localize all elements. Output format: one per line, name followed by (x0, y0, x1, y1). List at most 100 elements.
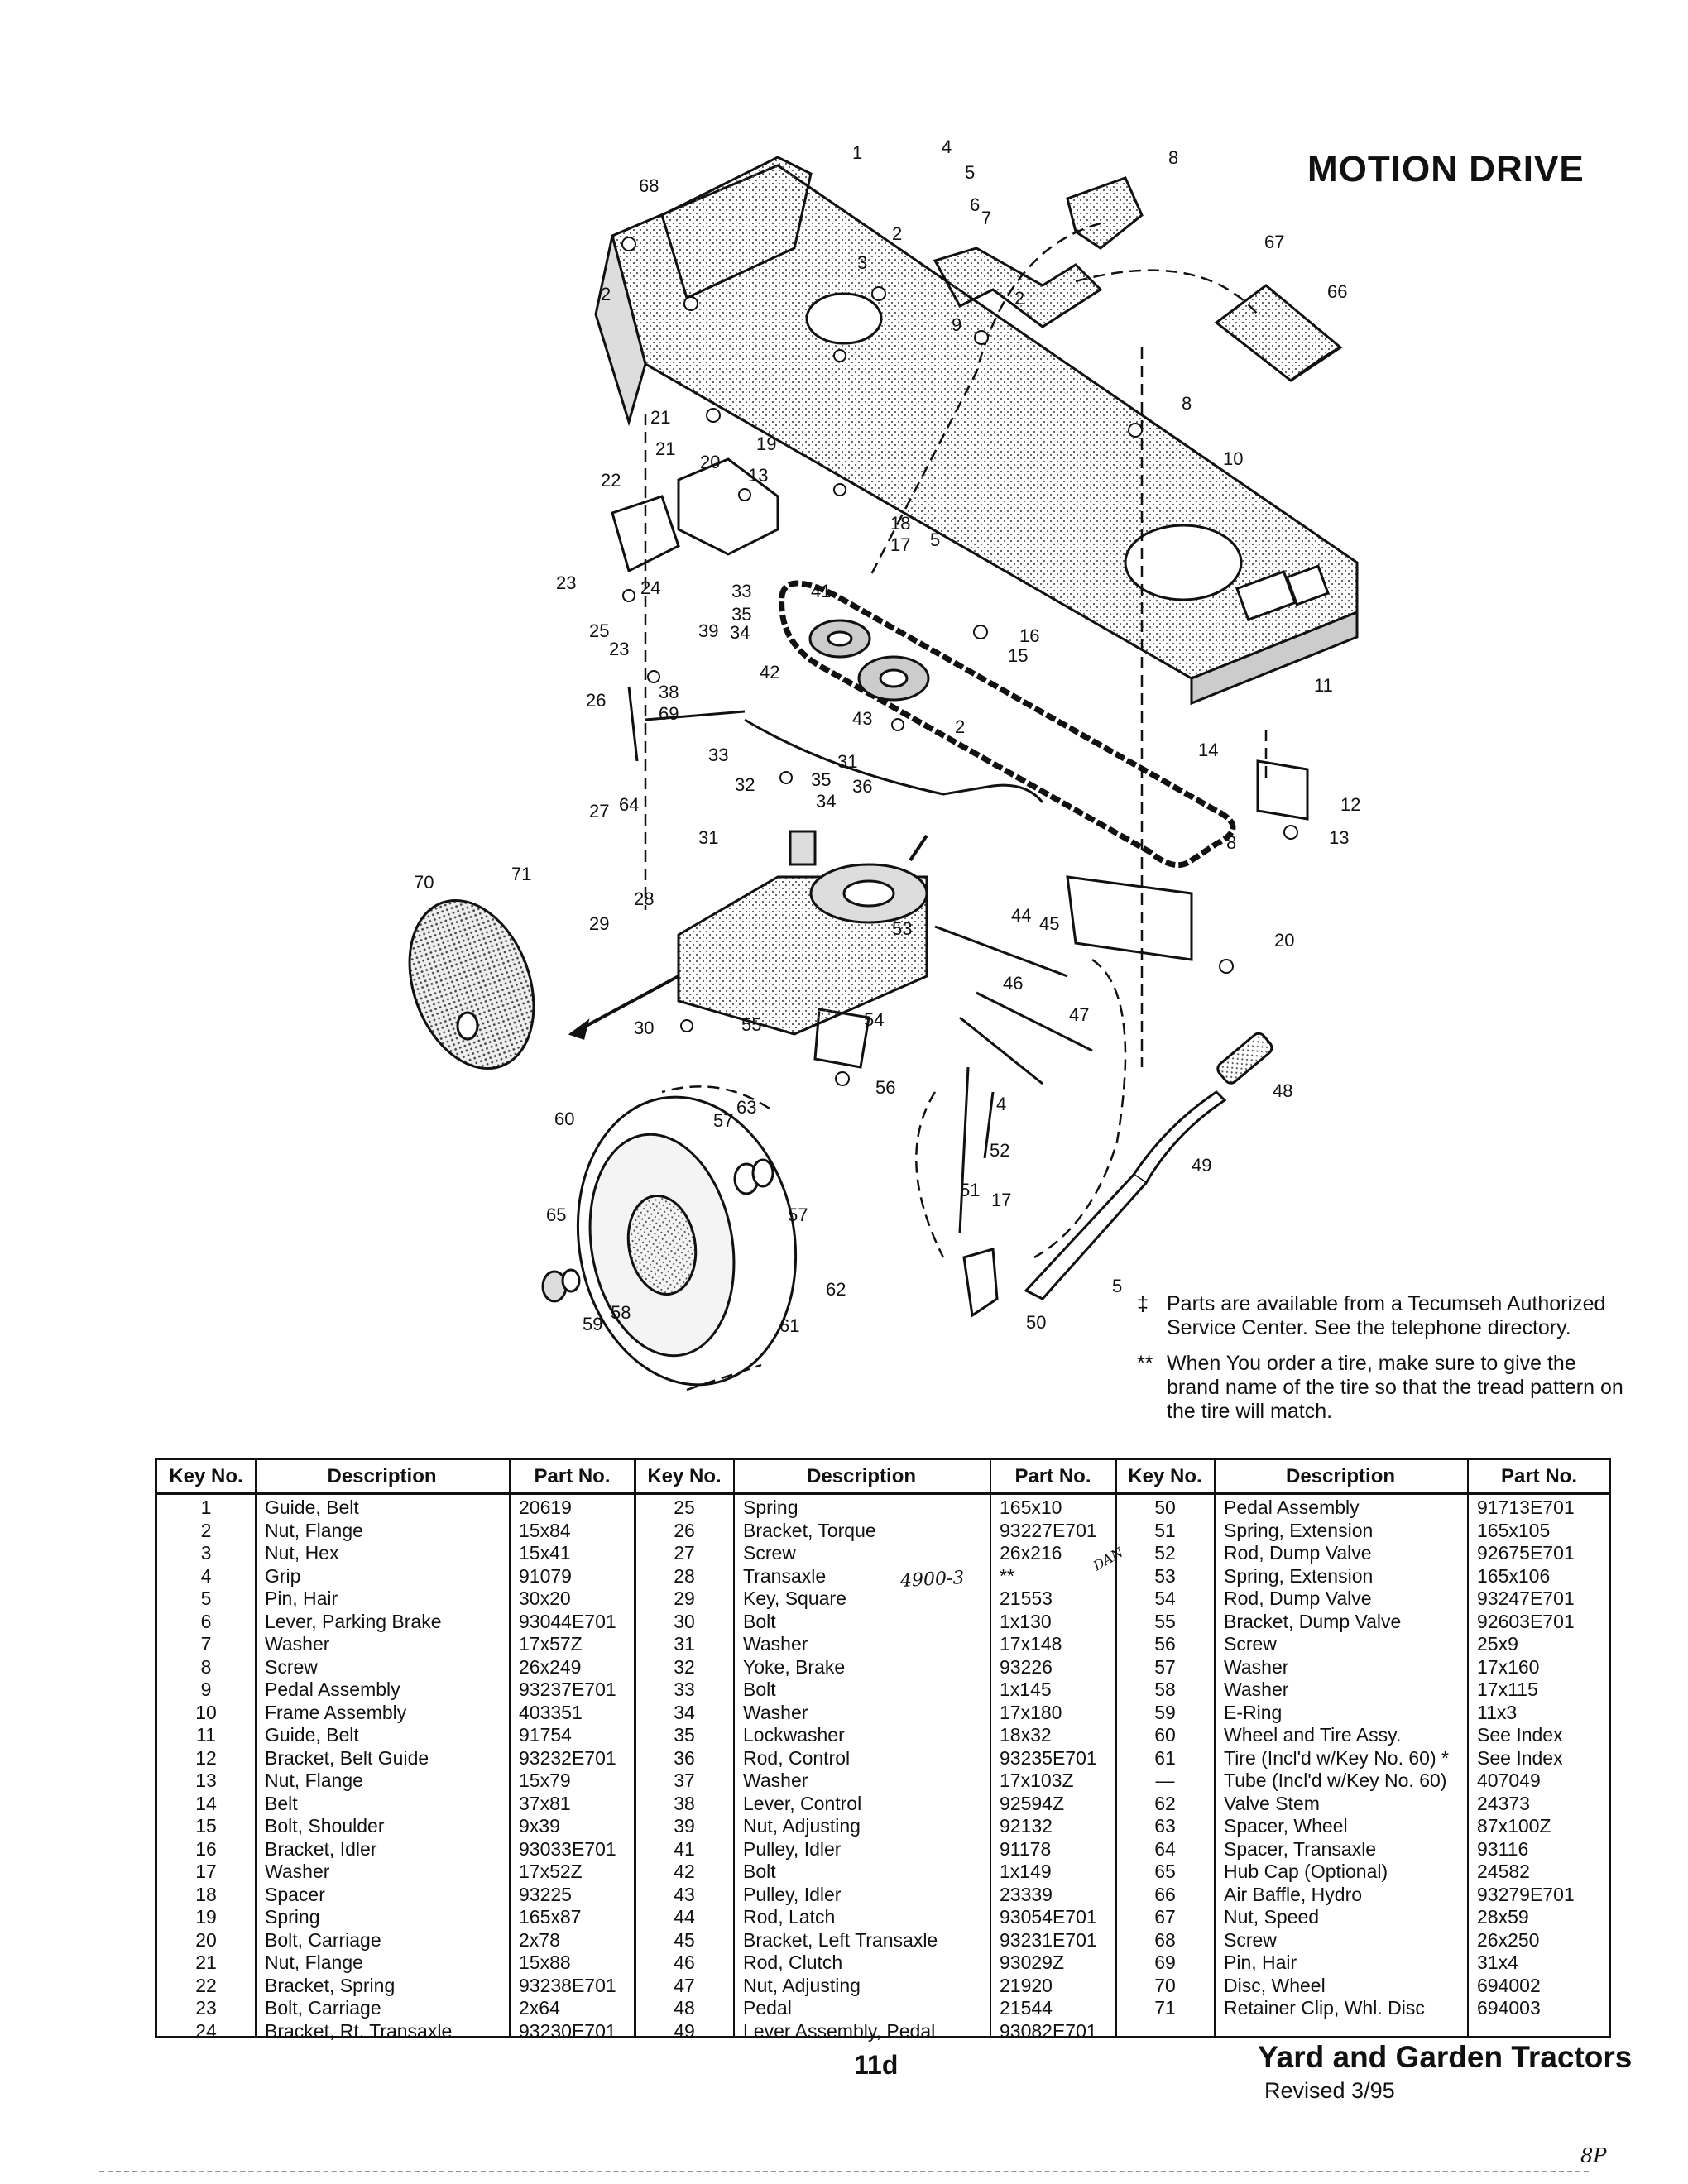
callout-label: 20 (1274, 930, 1294, 951)
cell-key-no: 52 (1154, 1542, 1176, 1564)
callout-label: 23 (556, 572, 576, 593)
cell-key-no: 19 (195, 1906, 217, 1928)
cell-part-no: 24373 (1477, 1792, 1530, 1814)
cell-description: Valve Stem (1224, 1792, 1320, 1814)
cell-key-no: 42 (674, 1861, 695, 1882)
callout-label: 25 (589, 620, 609, 641)
header-description-2: Description (806, 1465, 917, 1487)
cell-part-no: 11x3 (1477, 1701, 1518, 1723)
cell-key-no: 5 (200, 1588, 212, 1609)
callout-label: 51 (960, 1180, 980, 1200)
callout-label: 38 (659, 682, 679, 702)
cell-description: Spacer (265, 1883, 325, 1905)
header-key-no-3: Key No. (1128, 1465, 1202, 1487)
callout-label: 39 (698, 620, 718, 641)
callout-label: 28 (634, 888, 654, 909)
cell-key-no: 4 (200, 1564, 212, 1587)
callout-label: 44 (1011, 905, 1031, 926)
cell-description: Screw (1224, 1633, 1277, 1655)
cell-key-no: 16 (195, 1837, 217, 1860)
callout-label: 11 (1314, 675, 1333, 696)
callout-label: 15 (1008, 645, 1028, 666)
cell-part-no: 21553 (1000, 1588, 1053, 1609)
wheel-disc (408, 898, 535, 1070)
cell-description: Bolt, Carriage (265, 1928, 381, 1951)
callout-label: 48 (1273, 1080, 1292, 1101)
cell-description: Wheel and Tire Assy. (1224, 1724, 1402, 1746)
cell-description: Bracket, Belt Guide (265, 1746, 429, 1769)
callout-label: 57 (713, 1110, 733, 1131)
callout-label: 62 (826, 1279, 846, 1300)
callout-label: 8 (1182, 393, 1192, 414)
cell-key-no: 48 (674, 1997, 695, 2019)
callout-label: 42 (760, 662, 779, 682)
cell-key-no: 54 (1154, 1588, 1176, 1609)
callout-label: 36 (852, 776, 872, 797)
callout-label: 50 (1026, 1312, 1046, 1333)
callout-label: 64 (619, 794, 639, 815)
cell-part-no: 17x148 (1000, 1633, 1062, 1655)
cell-key-no: 34 (674, 1701, 695, 1723)
callout-label: 46 (1003, 973, 1023, 994)
header-part-no-3: Part No. (1500, 1465, 1577, 1487)
header-description-3: Description (1285, 1465, 1396, 1487)
cell-key-no: 36 (674, 1746, 695, 1769)
cell-description: Bolt, Shoulder (265, 1815, 385, 1837)
cell-description: Transaxle (743, 1564, 827, 1587)
belt (779, 580, 1236, 869)
cell-part-no: 694003 (1477, 1997, 1541, 2019)
cell-key-no: 61 (1154, 1746, 1176, 1769)
callout-label: 13 (1329, 827, 1349, 848)
callout-label: 61 (779, 1315, 799, 1336)
cell-part-no: 93226 (1000, 1655, 1053, 1678)
cell-part-no: 165x10 (1000, 1497, 1062, 1518)
cell-key-no: 47 (674, 1974, 695, 1996)
callout-label: 52 (990, 1140, 1009, 1161)
cell-description: Bolt (743, 1679, 776, 1700)
cell-part-no: 93227E701 (1000, 1519, 1097, 1541)
callout-label: 1 (852, 142, 862, 163)
cell-description: Washer (743, 1770, 808, 1791)
cell-description: Nut, Adjusting (743, 1974, 861, 1996)
air-baffle-hydro (1214, 284, 1343, 382)
cell-part-no: 694002 (1477, 1974, 1541, 1996)
cell-key-no: 7 (200, 1633, 212, 1655)
callout-label: 29 (589, 913, 609, 934)
cell-key-no: 46 (674, 1952, 695, 1973)
callout-label: 60 (554, 1109, 574, 1129)
cell-description: Pedal (743, 1997, 792, 2019)
callout-label: 57 (788, 1205, 808, 1225)
cell-key-no: 11 (196, 1724, 216, 1746)
callout-label: 58 (611, 1302, 631, 1323)
callout-label: 14 (1198, 740, 1218, 760)
callout-label: 8 (1168, 147, 1178, 168)
cell-part-no: 21544 (1000, 1997, 1053, 2019)
cell-key-no: 57 (1154, 1655, 1176, 1678)
cell-description: Bracket, Dump Valve (1224, 1610, 1402, 1632)
callout-label: 19 (756, 433, 776, 454)
cell-key-no: 71 (1154, 1997, 1176, 2019)
cell-description: Bracket, Idler (265, 1837, 377, 1860)
cell-key-no: 56 (1154, 1633, 1176, 1655)
callout-label: 17 (890, 534, 910, 555)
